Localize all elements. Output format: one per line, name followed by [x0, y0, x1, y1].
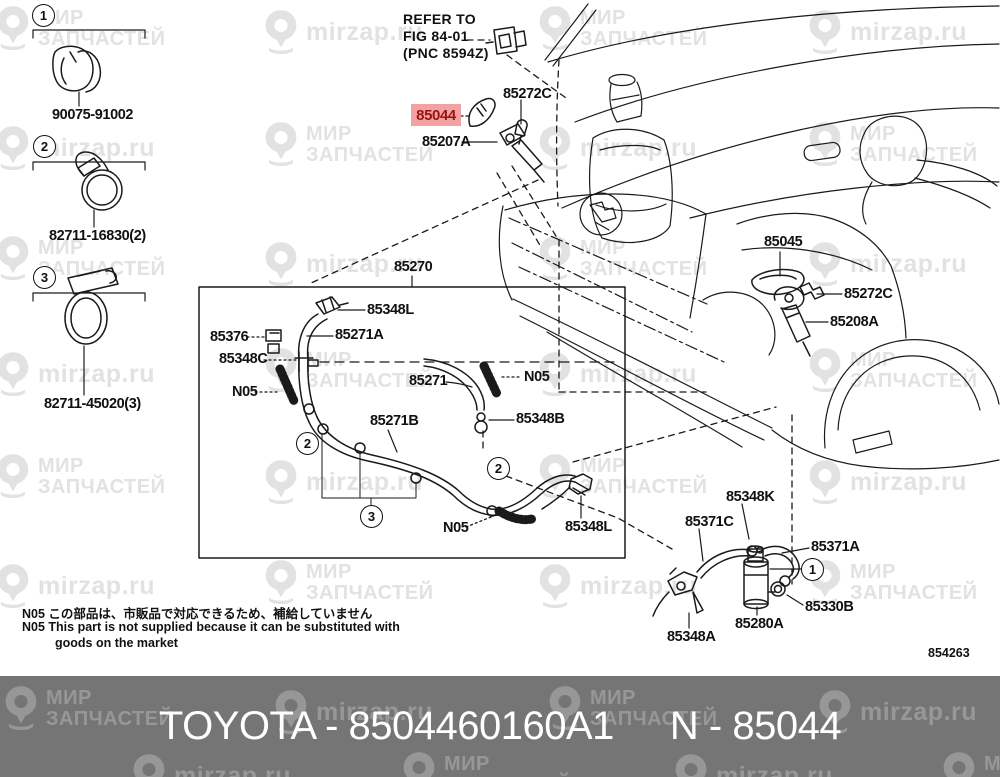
- highlighted-part-label-85044: 85044: [411, 104, 461, 126]
- callout-circle-1-left: 1: [32, 4, 55, 27]
- note-english-line1: N05 This part is not supplied because it…: [22, 620, 400, 634]
- part-label-85330b: 85330B: [805, 599, 854, 615]
- watermark-domain: mirzap.ru: [0, 124, 155, 170]
- footer-part-code: N - 85044: [669, 704, 842, 748]
- group-car-outline: [498, 3, 1000, 470]
- group-brackets: [32, 29, 146, 302]
- watermark-domain: mirzap.ru: [0, 350, 155, 396]
- part-label-85207a: 85207A: [422, 134, 471, 150]
- callout-circle-2b: 2: [487, 457, 510, 480]
- location-pin-icon: [265, 460, 297, 504]
- drawing-number: 854263: [928, 646, 970, 660]
- part-label-85371c: 85371C: [685, 514, 734, 530]
- part-label-85272c-right: 85272C: [844, 286, 893, 302]
- group-right-parts: [751, 268, 825, 357]
- location-pin-icon: [809, 348, 841, 392]
- watermark-domain: mirzap.ru: [536, 350, 697, 396]
- location-pin-icon: [0, 6, 29, 50]
- location-pin-icon: [0, 564, 29, 608]
- refer-note-line3: (PNC 8594Z): [403, 45, 489, 61]
- part-label-n05-mid: N05: [524, 369, 550, 385]
- location-pin-icon: [809, 242, 841, 286]
- callout-circle-2-left: 2: [33, 135, 56, 158]
- part-label-85271b: 85271B: [370, 413, 419, 429]
- location-pin-icon: [265, 560, 297, 604]
- location-pin-icon: [809, 122, 841, 166]
- refer-note-line2: FIG 84-01: [403, 28, 469, 44]
- note-japanese: N05 この部品は、市販品で対応できるため、補給していません: [22, 607, 373, 621]
- group-dotted-leaders: [246, 115, 520, 528]
- location-pin-icon: [0, 352, 29, 396]
- location-pin-icon: [265, 122, 297, 166]
- part-label-85376: 85376: [210, 329, 249, 345]
- footer-bar: [0, 676, 1000, 777]
- part-label-85208a: 85208A: [830, 314, 879, 330]
- callout-circle-2a: 2: [296, 432, 319, 455]
- watermark-domain: mirzap.ru: [806, 240, 967, 286]
- part-label-85371a: 85371A: [811, 539, 860, 555]
- location-pin-icon: [539, 6, 571, 50]
- part-label-85270: 85270: [394, 259, 433, 275]
- callout-circle-3: 3: [360, 505, 383, 528]
- part-label-85348a: 85348A: [667, 629, 716, 645]
- group-pump-cluster: [652, 545, 800, 617]
- part-label-85045: 85045: [764, 234, 803, 250]
- location-pin-icon: [265, 348, 297, 392]
- location-pin-icon: [539, 236, 571, 280]
- watermark-domain: mirzap.ru: [536, 562, 697, 608]
- part-label-85280a: 85280A: [735, 616, 784, 632]
- watermark-domain: mirzap.ru: [0, 562, 155, 608]
- group-left-parts: [52, 45, 123, 396]
- location-pin-icon: [809, 10, 841, 54]
- location-pin-icon: [0, 454, 29, 498]
- location-pin-icon: [539, 564, 571, 608]
- part-number-82711-45020: 82711-45020(3): [44, 396, 141, 412]
- callout-circle-3-left: 3: [33, 266, 56, 289]
- location-pin-icon: [265, 10, 297, 54]
- location-pin-icon: [539, 454, 571, 498]
- footer-catalog-code: TOYOTA - 8504460160A1: [158, 704, 615, 748]
- watermark-domain: mirzap.ru: [806, 8, 967, 54]
- group-leader-lines: [306, 99, 843, 629]
- part-label-85271: 85271: [409, 373, 448, 389]
- callout-circle-1-right: 1: [801, 558, 824, 581]
- part-label-85348c: 85348C: [219, 351, 268, 367]
- watermark-domain: mirzap.ru: [262, 8, 423, 54]
- watermark-domain: mirzap.ru: [262, 458, 423, 504]
- note-english-line2: goods on the market: [55, 636, 178, 650]
- part-label-85272c-top: 85272C: [503, 86, 552, 102]
- part-label-n05-left: N05: [232, 384, 258, 400]
- location-pin-icon: [0, 236, 29, 280]
- refer-note-line1: REFER TO: [403, 11, 476, 27]
- refer-note: REFER TO FIG 84-01 (PNC 8594Z): [403, 11, 489, 62]
- location-pin-icon: [0, 126, 29, 170]
- location-pin-icon: [265, 242, 297, 286]
- location-pin-icon: [539, 126, 571, 170]
- watermark-domain: mirzap.ru: [536, 124, 697, 170]
- part-label-85348l-bottom: 85348L: [565, 519, 612, 535]
- part-label-85348k: 85348K: [726, 489, 775, 505]
- watermark-domain: mirzap.ru: [806, 458, 967, 504]
- part-label-85348b: 85348B: [516, 411, 565, 427]
- part-label-85271a: 85271A: [335, 327, 384, 343]
- part-number-82711-16830: 82711-16830(2): [49, 228, 146, 244]
- footer-title: TOYOTA - 8504460160A1 N - 85044: [0, 676, 1000, 777]
- part-label-85348l-top: 85348L: [367, 302, 414, 318]
- location-pin-icon: [809, 460, 841, 504]
- part-label-n05-bottom: N05: [443, 520, 469, 536]
- part-number-90075-91002: 90075-91002: [52, 107, 134, 123]
